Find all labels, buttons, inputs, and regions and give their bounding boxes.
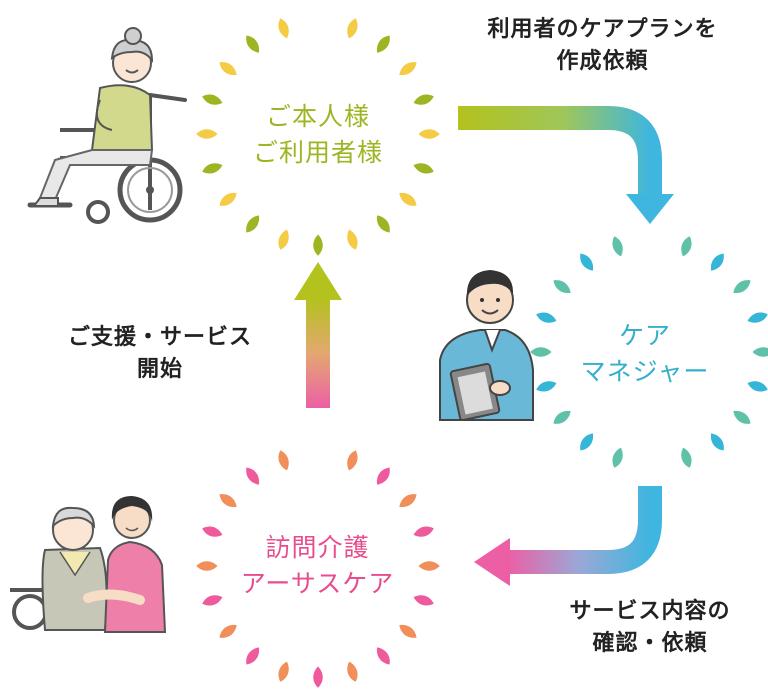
node-care-manager-line1: ケア xyxy=(618,321,671,350)
burst-home-ray xyxy=(313,666,323,688)
burst-user-ray xyxy=(376,215,390,233)
burst-home-ray xyxy=(347,450,358,471)
burst-care-ray xyxy=(536,312,557,323)
arrow-user-to-care-manager xyxy=(458,106,674,224)
burst-home-ray xyxy=(202,595,223,606)
edge-request-service-line2: 確認・依頼 xyxy=(592,631,708,656)
node-user-label: ご本人様 ご利用者様 xyxy=(228,99,408,171)
edge-start-support-line2: 開始 xyxy=(136,357,183,382)
burst-user-ray xyxy=(418,129,440,139)
burst-care-ray xyxy=(681,236,692,257)
burst-user-ray xyxy=(347,229,358,250)
burst-care-ray xyxy=(747,381,768,392)
burst-user xyxy=(196,18,440,256)
edge-request-service-line1: サービス内容の xyxy=(569,599,731,624)
edge-request-plan-label: 利用者のケアプランを 作成依頼 xyxy=(450,14,755,78)
burst-care-ray xyxy=(733,280,751,294)
elderly-woman-wheelchair-icon xyxy=(27,27,187,224)
arrow-home-care-to-user xyxy=(294,262,342,408)
burst-user-ray xyxy=(219,62,237,76)
burst-care-ray xyxy=(752,347,768,357)
edge-start-support-label: ご支援・サービス 開始 xyxy=(40,322,280,386)
burst-user-ray xyxy=(413,94,434,105)
burst-user-ray xyxy=(219,192,237,206)
burst-home-ray xyxy=(246,467,260,485)
burst-home-ray xyxy=(202,526,223,537)
care-manager-clipboard-icon xyxy=(439,270,534,422)
burst-user-ray xyxy=(202,163,223,174)
burst-care-ray xyxy=(681,447,692,468)
arrow-care-manager-to-home-care xyxy=(474,486,662,586)
burst-home-ray xyxy=(413,526,434,537)
burst-care-ray xyxy=(747,312,768,323)
edge-request-plan-line1: 利用者のケアプランを xyxy=(487,17,718,42)
burst-home-ray xyxy=(196,561,218,571)
node-care-manager-line2: マネジャー xyxy=(580,357,710,386)
node-home-care-line2: アーサスケア xyxy=(240,569,395,598)
burst-care-ray xyxy=(710,433,724,451)
burst-home-ray xyxy=(399,494,417,508)
burst-care-ray xyxy=(536,381,557,392)
burst-user-ray xyxy=(278,229,289,250)
node-user-line2: ご利用者様 xyxy=(252,138,383,167)
edge-request-service-label: サービス内容の 確認・依頼 xyxy=(540,596,760,660)
burst-user-ray xyxy=(202,94,223,105)
burst-home-ray xyxy=(413,595,434,606)
burst-user-ray xyxy=(347,18,358,39)
edge-request-plan-line2: 作成依頼 xyxy=(556,49,649,74)
burst-care-ray xyxy=(530,347,552,357)
burst-user-ray xyxy=(399,192,417,206)
caregiver-elderly-icon xyxy=(10,496,167,633)
burst-user-ray xyxy=(278,18,289,39)
burst-care-manager xyxy=(530,236,768,468)
burst-home-ray xyxy=(246,647,260,665)
edge-start-support-line1: ご支援・サービス xyxy=(67,325,252,350)
node-home-care-line1: 訪問介護 xyxy=(265,533,370,562)
burst-home-ray xyxy=(219,624,237,638)
node-care-manager-label: ケア マネジャー xyxy=(565,318,725,390)
burst-care-ray xyxy=(710,253,724,271)
burst-home-ray xyxy=(278,661,289,682)
burst-home-ray xyxy=(399,624,417,638)
burst-home-ray xyxy=(219,494,237,508)
burst-home-ray xyxy=(376,647,390,665)
burst-user-ray xyxy=(376,35,390,53)
node-home-care-label: 訪問介護 アーサスケア xyxy=(220,530,415,602)
burst-care-ray xyxy=(580,433,594,451)
burst-home-ray xyxy=(278,450,289,471)
burst-user-ray xyxy=(399,62,417,76)
burst-user-ray xyxy=(246,35,260,53)
burst-user-ray xyxy=(313,234,323,256)
burst-care-ray xyxy=(612,447,623,468)
burst-home-ray xyxy=(376,467,390,485)
burst-care-ray xyxy=(580,253,594,271)
burst-care-ray xyxy=(612,236,623,257)
burst-home-ray xyxy=(418,561,440,571)
node-user-line1: ご本人様 xyxy=(265,102,370,131)
burst-home-ray xyxy=(347,661,358,682)
burst-user-ray xyxy=(246,215,260,233)
burst-care-ray xyxy=(553,410,571,424)
burst-user-ray xyxy=(413,163,434,174)
burst-home-care xyxy=(196,450,440,688)
burst-user-ray xyxy=(196,129,218,139)
burst-care-ray xyxy=(733,410,751,424)
burst-care-ray xyxy=(553,280,571,294)
